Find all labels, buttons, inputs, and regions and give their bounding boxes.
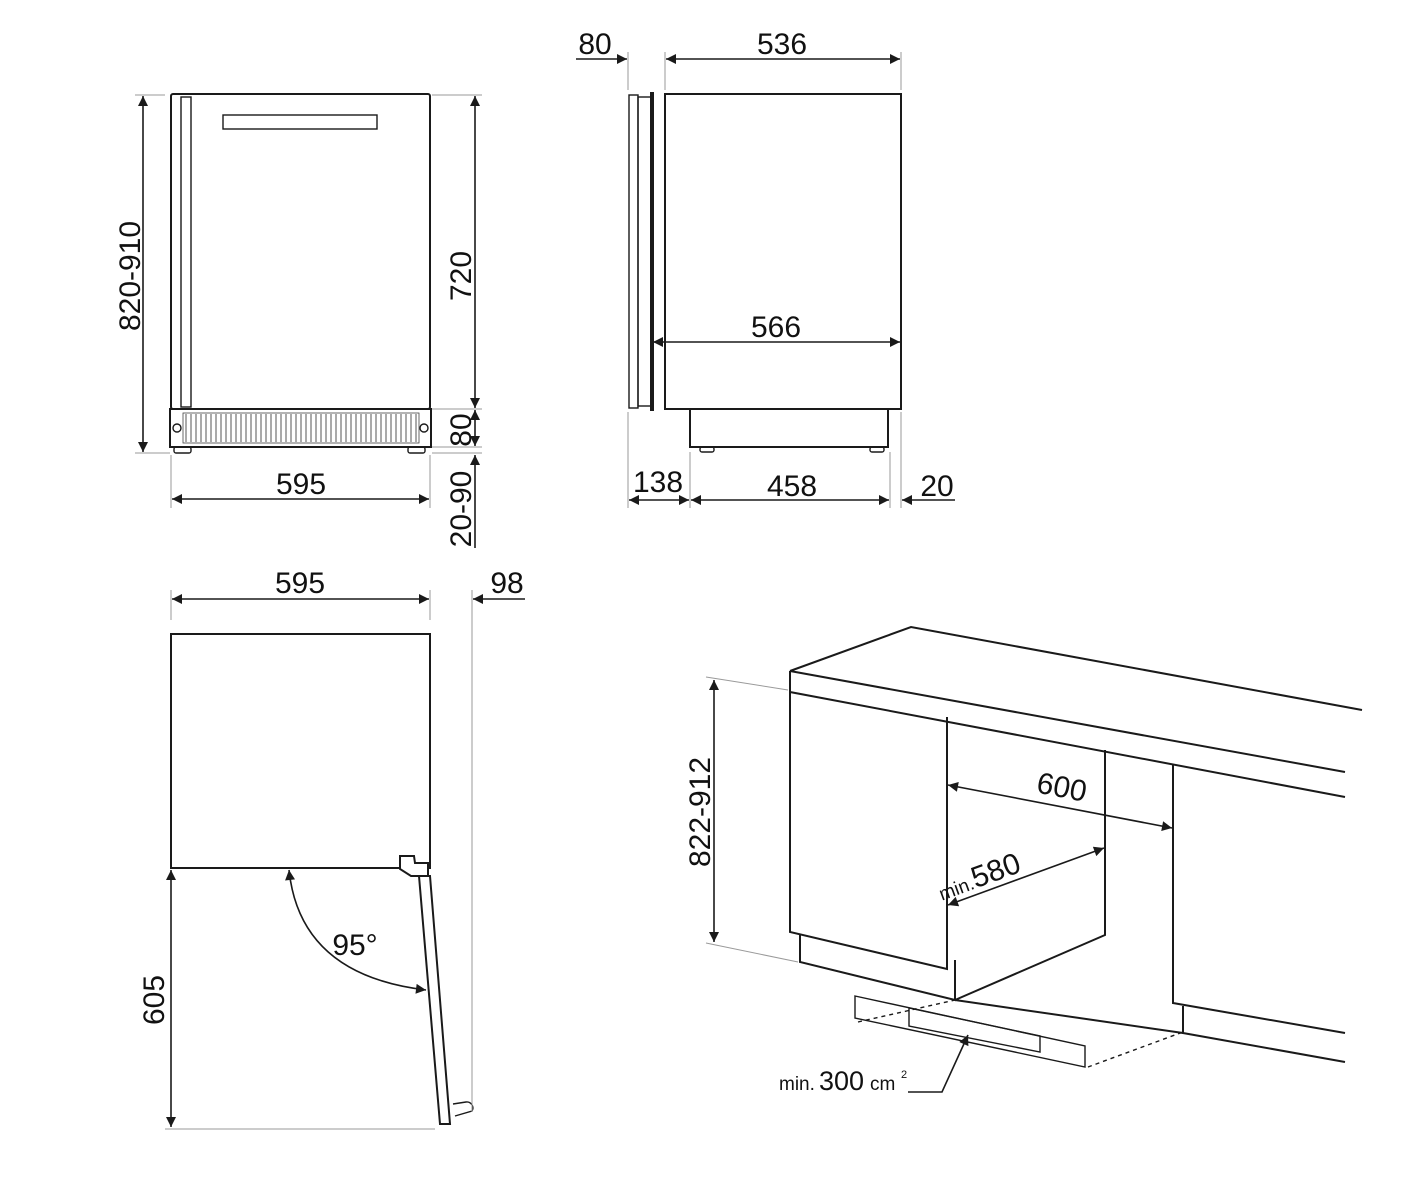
right-cabinet [1172,764,1346,1034]
left-cabinet-plinth [799,935,956,1002]
plinth-side [689,408,889,448]
vent-min-value: 300 [819,1066,864,1096]
vent-unit-exponent: 2 [901,1069,907,1081]
control-display-panel [222,114,378,130]
side-door-depth-label: 80 [578,28,611,61]
top-swing-depth-label: 605 [138,975,171,1025]
vent-grille-frame [854,995,1086,1068]
floor-line [954,999,1184,1034]
foot-right [407,446,426,454]
plinth-screw-right [419,423,429,433]
top-view: 595 98 605 95° [138,567,525,1130]
door-handle-top [452,1101,474,1117]
vent-min-prefix: min. [779,1074,815,1095]
foot-left [173,446,192,454]
front-overall-height-label: 820-910 [114,221,147,331]
door-profile-inner [637,96,653,407]
install-height-label: 822-912 [684,757,717,867]
left-cabinet [789,692,948,971]
door-profile-outer [628,94,639,409]
door-open-panel [417,875,452,1125]
side-view: 80 536 566 138 458 20 [576,28,955,508]
top-width-label: 595 [275,567,325,600]
front-width-label: 595 [276,468,326,501]
door-handle-vertical [180,96,192,408]
vent-grille-opening [908,1007,1041,1053]
side-rear-offset-label: 20 [920,470,953,503]
side-front-offset-label: 138 [633,466,683,499]
front-view: 820-910 720 80 20-90 595 [114,93,482,548]
top-opening-angle-label: 95° [332,929,377,962]
top-door-overhang-label: 98 [490,567,523,600]
cabinet-top-outline [170,633,431,869]
side-plinth-depth-label: 458 [767,470,817,503]
door-gasket [650,92,654,411]
foot-rear-side [869,446,885,453]
installation-view: 822-912 600 min. 580 min. 300 cm 2 [684,625,1363,1096]
vent-area-callout: min. 300 cm 2 [779,1066,907,1096]
front-feet-height-label: 20-90 [445,471,478,548]
worktop [789,625,1363,798]
foot-front-side [699,446,715,453]
install-min-depth-value: 580 [967,847,1025,895]
cabinet-body-side [664,93,902,410]
side-total-depth-label: 566 [751,311,801,344]
vent-slots [182,412,420,444]
appliance-door-front [170,93,431,410]
plinth-screw-left [172,423,182,433]
front-plinth-height-label: 80 [445,413,478,446]
right-cabinet-plinth [1182,1006,1346,1063]
front-body-height-label: 720 [445,251,478,301]
side-body-depth-label: 536 [757,28,807,61]
vent-unit: cm [870,1074,895,1095]
